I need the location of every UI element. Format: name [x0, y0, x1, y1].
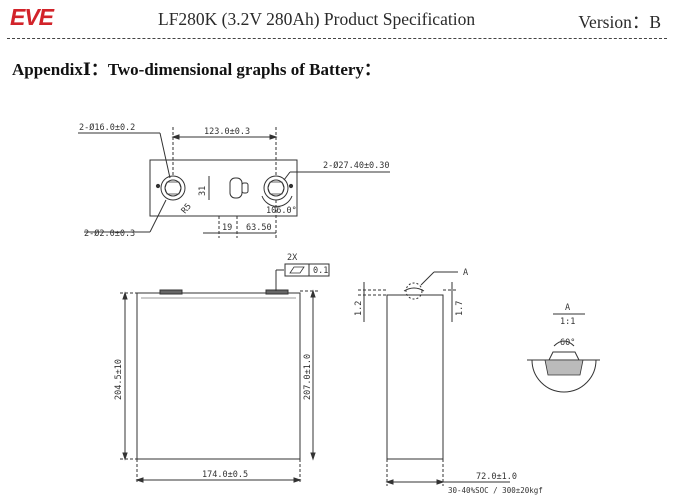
top-dim-right-label: 1.7: [455, 301, 465, 316]
detail-scale-label: 1:1: [560, 317, 575, 327]
detail-marker-label: A: [463, 268, 468, 278]
detail-terminal-profile: [548, 351, 580, 361]
left-terminal-stub: [159, 289, 183, 295]
thickness-label: 72.0±1.0: [476, 472, 517, 482]
arrow-head: [310, 289, 316, 298]
left-terminal-outer: [160, 175, 186, 201]
center-distance-label: 123.0±0.3: [204, 127, 250, 137]
arrow-head: [385, 479, 394, 485]
left-terminal-nut: [164, 181, 182, 195]
safety-vent: [229, 177, 243, 199]
hole-leader: [159, 132, 171, 179]
terminal-leader-tip: [283, 171, 291, 181]
flatness-symbol-box: [284, 263, 310, 277]
cell-top-outline: [149, 159, 298, 217]
section-title: AppendixⅠ：Two-dimensional graphs of Batt…: [12, 60, 381, 79]
cell-front-outline: [136, 292, 301, 460]
vent-tab: [241, 182, 249, 194]
arrow-head: [171, 134, 180, 140]
right-terminal-nut: [267, 181, 285, 195]
detail-bottom-arc: [531, 359, 597, 393]
vent-height-label: 31: [198, 186, 208, 196]
offset-label: 19: [222, 223, 232, 233]
terminal-diameter-label: 2-Ø27.40±0.30: [323, 160, 390, 171]
document-title: LF280K (3.2V 280Ah) Product Specificatio…: [158, 9, 476, 29]
pin-leader: [149, 199, 167, 233]
detail-angle-arc: [553, 340, 575, 347]
flatness-count-label: 2X: [287, 253, 298, 263]
detail-title-label: A: [565, 303, 570, 313]
page-header: EVE LF280K (3.2V 280Ah) Product Specific…: [0, 0, 673, 40]
cell-side-outline: [386, 294, 444, 460]
flatness-icon: [289, 266, 305, 274]
terminal-side-profile: [403, 287, 425, 292]
pin-diameter-label: 2-Ø2.0±0.3: [84, 228, 135, 239]
arrow-head: [122, 452, 128, 461]
front-view: [120, 263, 330, 484]
document-version: Version：B: [578, 12, 661, 32]
detail-angle-label: 60°: [560, 338, 575, 348]
angle-arc: [261, 195, 293, 207]
hole-diameter-label: 2-Ø16.0±0.2: [79, 122, 135, 133]
spacing-label: 63.50: [246, 223, 272, 233]
radius-label: R5: [180, 202, 194, 216]
arrow-head: [436, 479, 445, 485]
arrow-head: [122, 291, 128, 300]
compression-condition-label: 30-40%SOC / 300±20kgf: [448, 486, 543, 495]
arrow-head: [135, 477, 144, 483]
body-height-label: 207.0±1.0: [303, 354, 313, 400]
arrow-head: [269, 134, 278, 140]
top-dim-left-label: 1.2: [354, 301, 364, 316]
right-terminal-stub: [265, 289, 289, 295]
width-label: 174.0±0.5: [202, 470, 248, 480]
detail-leader: [420, 271, 435, 286]
flatness-value-box: [308, 263, 330, 277]
side-view: [358, 271, 510, 486]
detail-hatched-section: [544, 359, 584, 376]
arrow-head: [293, 477, 302, 483]
flatness-value-label: 0.1: [313, 266, 328, 276]
left-pin-hole: [155, 183, 161, 189]
right-pin-hole: [288, 183, 294, 189]
detail-a-view: [527, 313, 600, 393]
eve-logo: EVE: [10, 4, 54, 30]
top-view: [78, 127, 390, 238]
header-divider: [7, 38, 667, 39]
detail-a-circle: [405, 282, 423, 300]
angle-label: 106.0°: [266, 206, 297, 216]
arrow-head: [310, 452, 316, 461]
total-height-label: 204.5±10: [114, 359, 124, 400]
